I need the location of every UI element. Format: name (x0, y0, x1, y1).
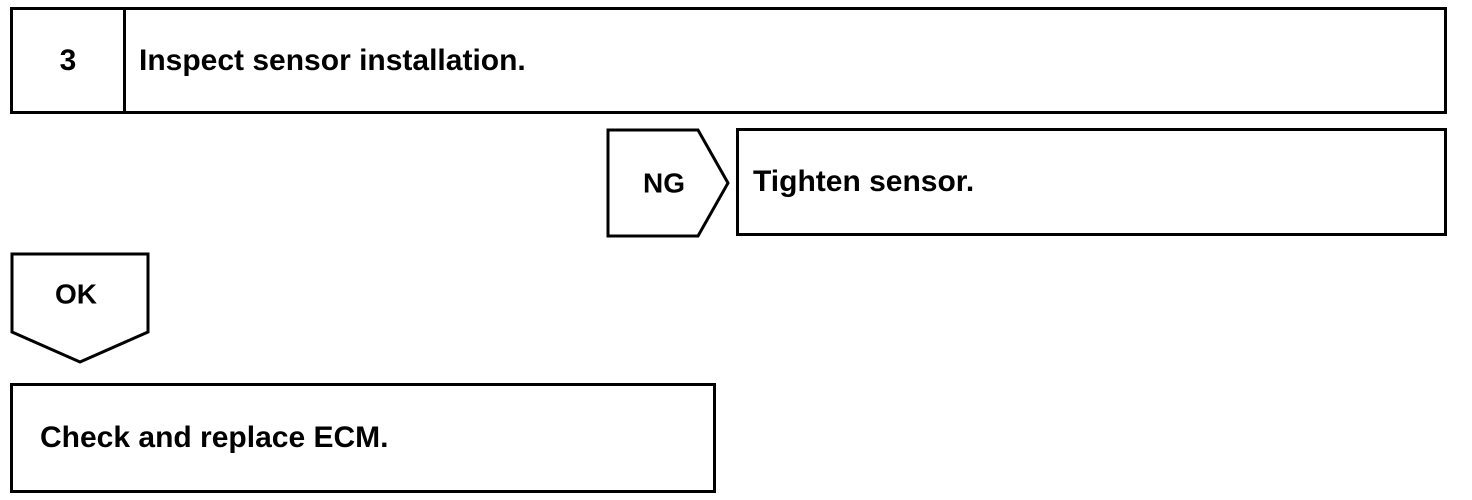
ng-action-box: Tighten sensor. (736, 128, 1447, 236)
ok-label: OK (55, 278, 97, 309)
step-box: 3 Inspect sensor installation. (10, 7, 1447, 114)
step-title: Inspect sensor installation. (139, 43, 526, 77)
ng-action-text: Tighten sensor. (753, 165, 975, 198)
ok-action-box: Check and replace ECM. (10, 383, 716, 493)
ok-arrow: OK (10, 252, 150, 364)
step-number: 3 (13, 10, 126, 111)
ng-label: NG (643, 167, 685, 198)
ng-arrow: NG (606, 128, 730, 238)
ok-action-text: Check and replace ECM. (40, 421, 389, 454)
